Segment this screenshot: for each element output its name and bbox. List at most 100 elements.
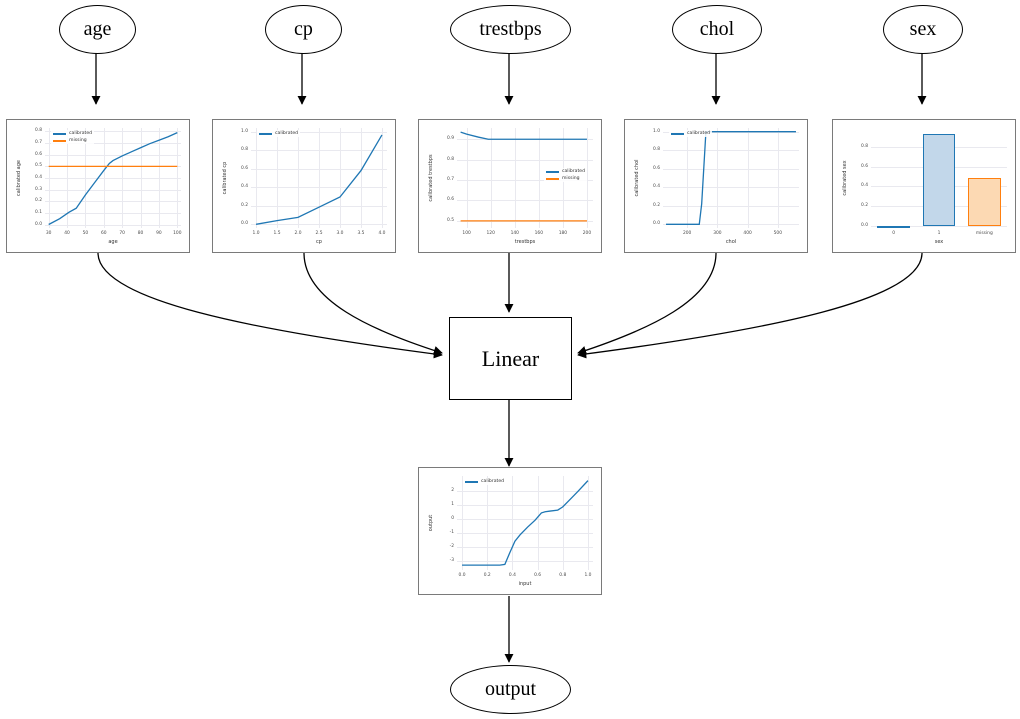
- gridline: [687, 128, 689, 228]
- gridline: [457, 180, 593, 182]
- y-tick-label: 0.7: [35, 140, 42, 146]
- bar: [877, 226, 910, 229]
- legend-label: calibrated: [561, 169, 585, 174]
- x-tick-label: 50: [82, 231, 89, 236]
- x-tick-label: 0.4: [508, 573, 516, 578]
- gridline: [256, 128, 258, 228]
- gridline: [514, 128, 516, 228]
- gridline: [457, 532, 593, 534]
- legend: calibrated: [463, 478, 507, 485]
- plot-area-cp: [251, 128, 387, 228]
- x-tick-label: 1.0: [584, 573, 592, 578]
- y-tick-label: 0.8: [653, 147, 660, 153]
- input-node-sex-label: sex: [909, 18, 937, 40]
- gridline: [457, 546, 593, 548]
- gridline: [103, 128, 105, 228]
- legend-item: calibrated: [671, 131, 710, 136]
- gridline: [512, 476, 514, 570]
- gridline: [587, 476, 589, 570]
- x-tick-label: 80: [137, 231, 144, 236]
- y-tick-label: 0.6: [653, 165, 660, 171]
- y-tick-label: 1: [451, 501, 454, 507]
- gridline: [319, 128, 320, 228]
- legend-swatch: [53, 139, 66, 142]
- gridline: [457, 159, 593, 161]
- y-tick-label: 0.6: [35, 151, 42, 157]
- input-node-cp-label: cp: [294, 18, 313, 40]
- legend-label: calibrated: [69, 131, 93, 136]
- bar: [968, 177, 1001, 226]
- x-tick-label: 400: [743, 231, 752, 236]
- legend-swatch: [545, 170, 559, 173]
- input-node-chol[interactable]: chol: [672, 5, 762, 54]
- x-tick-label: 100: [462, 231, 471, 236]
- y-tick-label: 0.5: [447, 217, 454, 223]
- x-tick-label: 1.0: [252, 231, 260, 236]
- series-layer: [48, 132, 178, 226]
- x-tick-label: 40: [64, 231, 70, 236]
- input-node-age[interactable]: age: [59, 5, 136, 54]
- y-tick-label: 2: [451, 487, 454, 493]
- linear-node[interactable]: Linear: [449, 317, 572, 400]
- input-node-age-label: age: [83, 18, 112, 40]
- x-tick-label: 0: [892, 231, 896, 236]
- series-line: [462, 480, 589, 566]
- y-axis-title: calibrated trestbps: [428, 154, 434, 202]
- x-tick-label: 70: [119, 231, 125, 236]
- x-tick-label: 1.5: [273, 231, 281, 236]
- input-node-sex[interactable]: sex: [883, 5, 963, 54]
- gridline: [48, 128, 50, 228]
- input-node-cp[interactable]: cp: [265, 5, 342, 54]
- gridline: [457, 518, 593, 520]
- x-tick-label: 500: [773, 231, 783, 236]
- gridline: [45, 131, 181, 133]
- x-tick-label: missing: [975, 231, 993, 236]
- x-axis-title: sex: [934, 239, 944, 245]
- gridline: [360, 128, 362, 228]
- legend-swatch: [53, 132, 66, 135]
- plot-area-age: [45, 128, 181, 228]
- input-node-chol-label: chol: [699, 18, 735, 40]
- series-layer: [255, 134, 383, 225]
- gridline: [663, 187, 799, 189]
- gridline: [663, 224, 799, 226]
- x-tick-label: 2.0: [294, 231, 302, 236]
- gridline: [45, 224, 181, 226]
- y-axis-title: calibrated chol: [634, 159, 640, 197]
- y-tick-label: 0.4: [241, 184, 248, 190]
- gridline: [457, 490, 593, 492]
- legend: calibrated: [669, 130, 713, 137]
- x-tick-label: 300: [713, 231, 722, 236]
- y-tick-label: -1: [449, 529, 454, 535]
- gridline: [45, 201, 181, 203]
- y-tick-label: 0.7: [447, 177, 454, 183]
- x-tick-label: 200: [582, 231, 592, 236]
- linear-node-label: Linear: [481, 345, 540, 371]
- y-tick-label: 0.2: [35, 198, 42, 204]
- plot-area-sex: [871, 128, 1007, 229]
- gridline: [140, 128, 142, 228]
- series-layer: [462, 480, 589, 566]
- x-axis-title: input: [518, 581, 532, 587]
- gridline: [381, 128, 383, 228]
- gridline: [177, 128, 179, 228]
- input-node-trestbps[interactable]: trestbps: [450, 5, 571, 54]
- x-tick-label: 0.8: [559, 573, 567, 578]
- legend-item: calibrated: [465, 479, 504, 484]
- legend-label: calibrated: [275, 131, 299, 136]
- output-node[interactable]: output: [450, 665, 571, 714]
- x-tick-label: 100: [173, 231, 182, 236]
- legend-label: missing: [561, 176, 580, 181]
- plot-area-chol: [663, 128, 799, 228]
- gridline: [339, 128, 341, 228]
- legend-item: calibrated: [53, 131, 92, 136]
- gridline: [158, 128, 160, 228]
- legend-swatch: [259, 132, 272, 135]
